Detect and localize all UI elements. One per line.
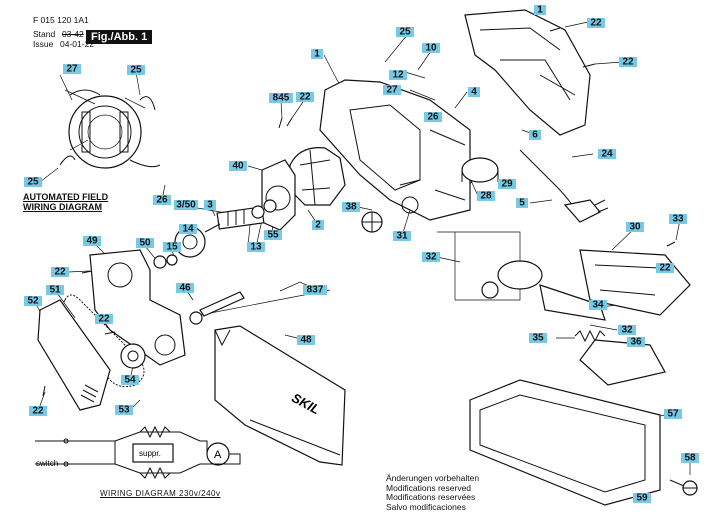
switch-label: switch [36,459,58,468]
part-label-l1a: 1 [537,5,543,16]
suppressor-label: suppr. [139,449,161,458]
part-label-l24: 24 [601,149,613,160]
part-label-l50: 50 [139,238,151,249]
part-label-l22f: 22 [98,314,110,325]
stand-value: 03-42 [62,29,84,39]
part-label-l25c: 25 [27,177,39,188]
part-label-l837: 837 [307,285,324,296]
automated-field-caption-1: AUTOMATED FIELD [23,192,109,202]
part-label-l51: 51 [49,285,61,296]
part-label-l5: 5 [519,198,525,209]
part-label-l27b: 27 [66,64,78,75]
part-label-l38: 38 [345,202,357,213]
bearings [153,199,277,325]
part-label-l26b: 26 [156,195,168,206]
modification-notes: Änderungen vorbehalten Modifications res… [386,473,480,512]
gear-38 [361,211,383,233]
part-label-l55: 55 [267,230,279,241]
part-label-l350: 3/50 [176,200,196,211]
main-housing [319,79,471,221]
part-label-l34: 34 [592,300,604,311]
part-label-l30: 30 [629,222,641,233]
frame [469,379,661,506]
part-label-l32a: 32 [425,252,437,263]
screw-58 [669,479,698,496]
part-label-l27a: 27 [386,85,398,96]
part-label-l29: 29 [501,179,513,190]
part-label-l10: 10 [425,43,437,54]
note-fr: Modifications reservées [386,492,476,502]
part-label-l25b: 25 [130,65,142,76]
part-label-l22b: 22 [622,57,634,68]
wiring-diagram [35,425,241,480]
issue-label: Issue [33,39,54,49]
part-label-l46: 46 [179,283,191,294]
part-label-l845: 845 [273,93,290,104]
figure-label: Fig./Abb. 1 [86,30,153,44]
part-label-l59: 59 [636,493,648,504]
part-label-l40: 40 [232,161,244,172]
automated-field-diagram [59,89,161,169]
part-label-l33: 33 [672,214,684,225]
note-de: Änderungen vorbehalten [386,473,480,483]
automated-field-caption-2: WIRING DIAGRAM [23,202,102,212]
part-label-l3: 3 [207,200,213,211]
part-label-l22c: 22 [299,92,311,103]
doc-number: F 015 120 1A1 [33,15,89,25]
part-label-l26a: 26 [427,112,439,123]
part-label-l12: 12 [392,70,404,81]
part-label-l32b: 32 [621,325,633,336]
part-label-l2: 2 [315,220,321,231]
part-label-l25a: 25 [399,27,411,38]
shaft [199,291,245,317]
spring [574,329,606,343]
part-label-l13: 13 [250,242,262,253]
part-label-l52: 52 [27,296,39,307]
part-label-l22a: 22 [590,18,602,29]
capacitor [461,157,499,183]
motor-symbol: A [214,449,222,461]
part-label-l1b: 1 [314,49,320,60]
part-label-l22g: 22 [32,406,44,417]
issue-value: 04-01-22 [60,39,95,49]
wiring-diagram-caption: WIRING DIAGRAM 230v/240v [100,489,221,498]
housing-top [464,9,591,136]
part-label-l22e: 22 [659,263,671,274]
part-label-l28: 28 [480,191,492,202]
power-cord [519,149,609,223]
cork-pad [579,339,666,386]
part-labels: 1 22 22 25 10 1 12 27 4 845 22 26 6 24 2… [24,5,699,504]
part-label-l49: 49 [86,236,98,247]
part-label-l31: 31 [396,231,408,242]
field-stator [289,147,346,206]
part-label-l6: 6 [532,130,538,141]
note-en: Modifications reserved [386,482,472,493]
stand-label: Stand [33,29,56,39]
part-label-l36: 36 [630,337,642,348]
part-label-l57: 57 [667,409,679,420]
part-label-l22d: 22 [54,267,66,278]
belt-cover [37,299,111,411]
dust-bag [214,325,346,466]
part-label-l58: 58 [684,453,696,464]
part-label-l53: 53 [118,405,130,416]
note-es: Salvo modificaciones [386,501,466,512]
platen-assembly [481,249,691,321]
part-label-l35: 35 [532,333,544,344]
part-label-l15: 15 [166,242,178,253]
pulley [120,343,146,369]
screws [42,27,676,397]
fan-plate [261,159,296,231]
part-label-l14: 14 [182,224,194,235]
part-label-l4: 4 [471,87,477,98]
part-label-l48: 48 [300,335,312,346]
part-label-l54: 54 [124,375,136,386]
